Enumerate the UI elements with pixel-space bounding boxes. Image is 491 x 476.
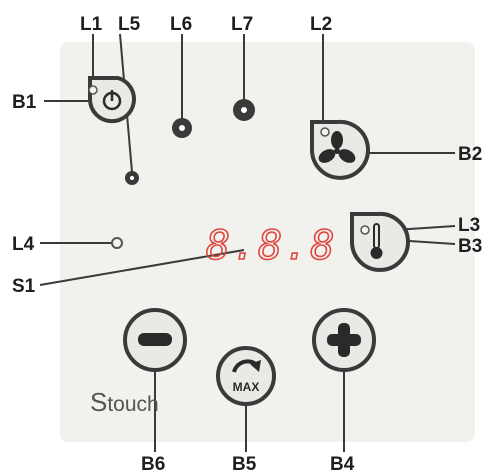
indicator-led-l2 xyxy=(320,127,330,137)
label-l3: L3 xyxy=(458,215,480,236)
brand-logo: Stouch xyxy=(90,387,159,417)
thermometer-icon xyxy=(370,223,383,259)
label-b5: B5 xyxy=(232,454,257,475)
plus-button[interactable] xyxy=(312,308,376,372)
label-l1: L1 xyxy=(80,14,103,35)
max-icon xyxy=(232,359,261,373)
max-button[interactable]: MAX xyxy=(216,346,276,406)
power-icon xyxy=(102,90,122,111)
label-b3: B3 xyxy=(458,236,482,257)
indicator-led-l3 xyxy=(360,225,370,235)
temperature-button[interactable] xyxy=(350,211,410,272)
label-l6: L6 xyxy=(170,14,192,35)
indicator-led-l4 xyxy=(111,237,123,249)
power-button[interactable] xyxy=(88,76,136,124)
indicator-led-l1 xyxy=(88,85,98,95)
label-s1: S1 xyxy=(12,276,36,297)
led-l7-center xyxy=(241,107,247,113)
label-b6: B6 xyxy=(141,454,165,475)
max-button-label: MAX xyxy=(233,380,260,394)
plus-icon xyxy=(327,323,361,357)
label-b4: B4 xyxy=(330,454,355,475)
label-l5: L5 xyxy=(118,14,141,35)
label-l2: L2 xyxy=(310,14,332,35)
label-l4: L4 xyxy=(12,234,35,255)
label-l7: L7 xyxy=(231,14,253,35)
minus-icon xyxy=(138,333,172,346)
led-l6-center xyxy=(179,125,185,131)
fan-icon xyxy=(318,131,356,163)
minus-button[interactable] xyxy=(123,308,187,372)
label-b1: B1 xyxy=(12,92,37,113)
seven-segment-display: 8.8.8 xyxy=(206,223,336,269)
led-l5-center xyxy=(130,176,134,180)
fan-button[interactable] xyxy=(310,119,370,180)
label-b2: B2 xyxy=(458,144,482,165)
